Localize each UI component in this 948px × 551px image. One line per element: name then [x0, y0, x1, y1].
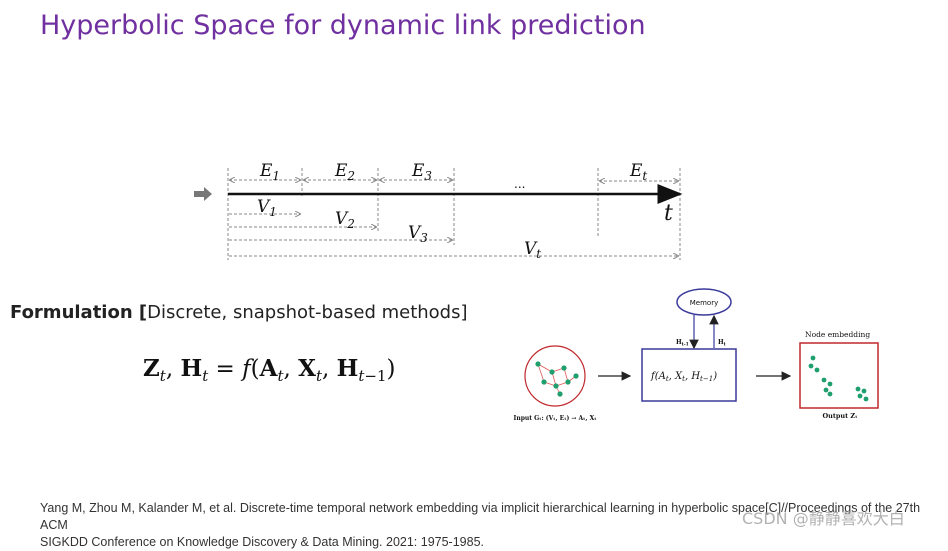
watermark: CSDN @静静喜欢大白 — [742, 509, 905, 528]
input-graph — [524, 345, 586, 407]
vertex-spans — [229, 214, 679, 256]
snapshot-separators — [227, 168, 681, 260]
timeline-diagram: E1 E2 E3 Et V1 V2 V3 Vt t ... — [194, 161, 683, 261]
model-diagram: Memory Ht-1 Ht Input Gₜ: (Vₜ, Eₜ) → Aₜ, … — [514, 288, 879, 422]
output-caption: Output Zₜ — [822, 412, 858, 420]
memory-node — [676, 288, 732, 316]
formulation-equation: Zt, Ht = f(At, Xt, Ht−1) — [143, 355, 396, 385]
label-v1: V1 — [257, 197, 277, 219]
edge-spans — [229, 180, 679, 181]
formulation-heading: Formulation [Discrete, snapshot-based me… — [10, 302, 468, 323]
citation-line-1: Yang M, Zhou M, Kalander M, et al. Discr… — [40, 501, 921, 532]
label-e1: E1 — [259, 161, 280, 183]
label-e2: E2 — [334, 161, 355, 183]
h-t-label: Ht — [718, 339, 727, 348]
pointer-arrow-icon — [194, 187, 212, 201]
timeline-ellipsis: ... — [514, 177, 525, 191]
input-caption: Input Gₜ: (Vₜ, Eₜ) → Aₜ, Xₜ — [514, 415, 597, 422]
input-graph-nodes — [535, 361, 579, 397]
memory-label: Memory — [690, 299, 718, 307]
h-prev-label: Ht-1 — [676, 339, 689, 348]
output-embedding-points — [808, 355, 869, 402]
node-embedding-label: Node embedding — [805, 330, 870, 339]
function-label: f(At, Xt, Ht−1) — [650, 371, 717, 383]
label-time-t: t — [664, 201, 673, 226]
label-v3: V3 — [408, 223, 428, 245]
function-box — [641, 348, 737, 402]
label-v2: V2 — [335, 209, 355, 231]
label-et: Et — [629, 161, 647, 183]
label-vt: Vt — [524, 239, 541, 261]
label-e3: E3 — [411, 161, 432, 183]
citation-line-2: SIGKDD Conference on Knowledge Discovery… — [40, 535, 485, 549]
slide-title: Hyperbolic Space for dynamic link predic… — [40, 10, 646, 41]
